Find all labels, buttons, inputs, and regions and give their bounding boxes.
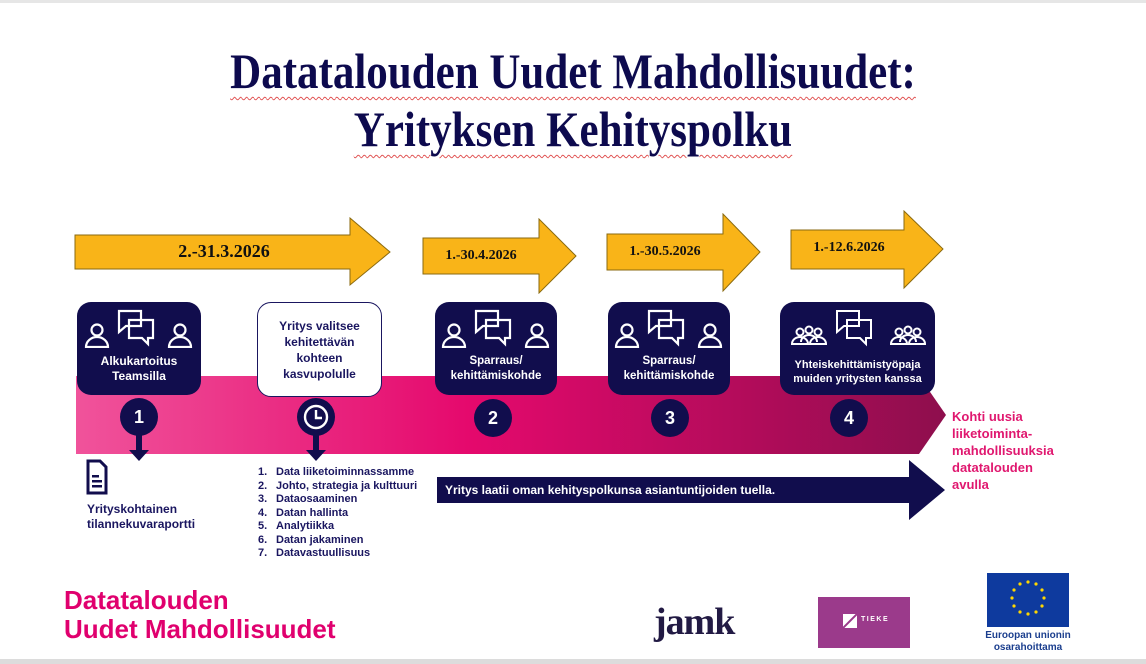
eu-funding-label: Euroopan unionin osarahoittama <box>968 630 1088 654</box>
step-label-line-1: Sparraus/ <box>469 355 523 367</box>
step-card-sparraus-1: Sparraus/ kehittämiskohde <box>435 302 557 395</box>
report-label: Yrityskohtainen tilannekuvaraportti <box>87 502 195 532</box>
step-label-line-2: kehittämiskohde <box>623 370 715 382</box>
goal-line: Kohti uusia <box>952 409 1023 424</box>
step-card-alkukartoitus: Alkukartoitus Teamsilla <box>77 302 201 395</box>
step-label-line-2: muiden yritysten kanssa <box>793 373 922 385</box>
tieke-label: TIEKE <box>861 616 890 623</box>
date-label: 2.-31.3.2026 <box>178 241 270 261</box>
title-line-2: Yrityksen Kehityspolku <box>353 101 793 157</box>
step-label-line-2: kehittämiskohde <box>450 370 542 382</box>
down-arrow-icon <box>306 430 326 461</box>
topic-item: 7.Datavastuullisuus <box>258 547 371 559</box>
topic-item: 5.Analytiikka <box>258 520 335 532</box>
goal-line: avulla <box>952 477 989 492</box>
brand-line-1: Datatalouden <box>64 585 229 615</box>
eu-line-2: osarahoittama <box>993 642 1063 653</box>
eu-line-1: Euroopan unionin <box>985 630 1071 641</box>
gold-arrow-shape <box>606 213 761 293</box>
clock-icon <box>303 404 329 430</box>
people-conversation-icon <box>84 309 193 348</box>
step-badge-2: 2 <box>474 399 512 437</box>
topic-item: 1.Data liiketoiminnassamme <box>258 466 415 478</box>
groups-conversation-icon <box>790 310 927 347</box>
gold-arrow-shape <box>74 217 391 287</box>
date-label: 1.-30.5.2026 <box>629 244 701 259</box>
goal-line: liiketoiminta- <box>952 426 1033 441</box>
title-line-1: Datatalouden Uudet Mahdollisuudet: <box>230 43 916 99</box>
topic-item: 6.Datan jakaminen <box>258 533 364 546</box>
step-label-line-2: kehitettävän <box>284 334 355 349</box>
step-badge-4: 4 <box>830 399 868 437</box>
step-badge-clock <box>297 398 335 436</box>
step-label-line-1: Yhteiskehittämistyöpaja <box>794 359 921 371</box>
step-card-choose-target: Yritys valitsee kehitettävän kohteen kas… <box>257 302 382 397</box>
navy-arrow-shape <box>437 460 945 520</box>
document-icon <box>86 459 108 495</box>
step-badge-1: 1 <box>120 398 158 436</box>
brand-line-2: Uudet Mahdollisuudet <box>64 614 336 644</box>
step-label-line-3: kohteen <box>296 350 343 365</box>
topic-item: 3.Dataosaaminen <box>258 493 358 505</box>
report-line-1: Yrityskohtainen <box>87 502 178 516</box>
step-label-line-4: kasvupolulle <box>283 366 356 381</box>
eu-flag <box>987 573 1069 627</box>
step-badge-3: 3 <box>651 399 689 437</box>
goal-line: mahdollisuuksia <box>952 443 1054 458</box>
date-label: 1.-12.6.2026 <box>813 240 885 255</box>
step-card-yhteiskehittaminen: Yhteiskehittämistyöpaja muiden yritysten… <box>780 302 935 395</box>
window-bottom-edge <box>0 659 1146 664</box>
support-arrow-label: Yritys laatii oman kehityspolkunsa asian… <box>445 483 776 497</box>
step-label-line-1: Alkukartoitus <box>100 354 178 368</box>
date-arrow-2: 1.-30.4.2026 <box>422 218 578 294</box>
tieke-logo: TIEKE <box>818 597 910 648</box>
step-label-line-1: Yritys valitsee <box>279 318 360 333</box>
step-card-sparraus-2: Sparraus/ kehittämiskohde <box>608 302 730 395</box>
date-label: 1.-30.4.2026 <box>445 248 517 263</box>
report-line-2: tilannekuvaraportti <box>87 517 196 531</box>
goal-line: datatalouden <box>952 460 1033 475</box>
down-arrow-icon <box>129 430 149 461</box>
project-brand: Datatalouden Uudet Mahdollisuudet <box>64 586 336 644</box>
jamk-logo: jamk <box>654 601 735 643</box>
goal-text: Kohti uusia liiketoiminta- mahdollisuuks… <box>952 408 1054 493</box>
tieke-mark-icon <box>843 614 857 628</box>
step-label-line-1: Sparraus/ <box>642 355 696 367</box>
date-arrow-1: 2.-31.3.2026 <box>74 217 392 287</box>
step-label-line-2: Teamsilla <box>112 369 166 383</box>
eu-stars-icon <box>1010 580 1046 616</box>
page-title: Datatalouden Uudet Mahdollisuudet: Yrity… <box>80 42 1066 158</box>
gold-arrow-shape <box>422 218 577 294</box>
date-arrow-3: 1.-30.5.2026 <box>606 213 762 293</box>
window-top-edge <box>0 0 1146 3</box>
people-conversation-icon <box>614 309 723 348</box>
topic-item: 2.Johto, strategia ja kulttuuri <box>258 479 418 492</box>
gold-arrow-shape <box>790 210 944 290</box>
support-arrow: Yritys laatii oman kehityspolkunsa asian… <box>437 460 947 520</box>
people-conversation-icon <box>441 309 550 348</box>
topic-item: 4.Datan hallinta <box>258 506 349 519</box>
date-arrow-4: 1.-12.6.2026 <box>790 210 946 290</box>
topic-list: 1.Data liiketoiminnassamme 2.Johto, stra… <box>258 466 417 561</box>
